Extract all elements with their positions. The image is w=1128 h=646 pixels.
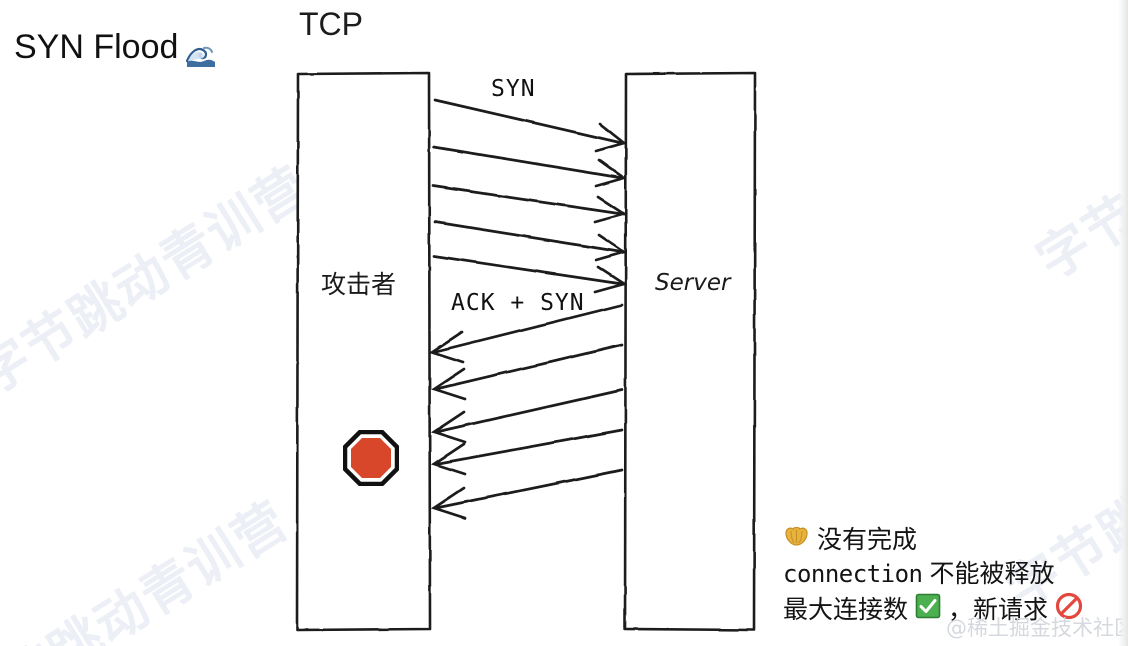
ack-syn-arrow-label: ACK + SYN — [451, 290, 585, 316]
syn-arrow-label: SYN — [491, 76, 536, 102]
attacker-box — [295, 71, 432, 632]
note-line-2: connection 不能被释放 — [783, 558, 1123, 590]
tcp-label: TCP — [299, 6, 363, 42]
note-line-1: 没有完成 — [783, 524, 1123, 556]
page-title-text: SYN Flood — [14, 28, 179, 66]
note-connection-keyword: connection — [783, 559, 923, 588]
wave-emoji — [186, 38, 216, 67]
stop-sign-icon — [342, 429, 400, 487]
page-title: SYN Flood — [14, 28, 216, 67]
green-check-box-icon — [915, 593, 941, 627]
ack-syn-arrows — [428, 303, 624, 520]
note-line-3: 最大连接数 ，新请求 — [783, 592, 1123, 628]
note-line-1-text: 没有完成 — [817, 525, 918, 554]
explanation-note: 没有完成 connection 不能被释放 最大连接数 ，新请求 — [783, 524, 1123, 630]
prohibited-icon — [1055, 592, 1083, 628]
server-box — [623, 71, 757, 632]
syn-arrows — [431, 98, 628, 294]
note-line-3-text-a: 最大连接数 — [783, 595, 909, 624]
note-line-2-text: 不能被释放 — [929, 559, 1055, 588]
attacker-label: 攻击者 — [321, 270, 397, 299]
handshake-emoji — [783, 524, 810, 556]
note-line-3-text-b: ，新请求 — [948, 595, 1049, 624]
server-label: Server — [655, 270, 731, 296]
